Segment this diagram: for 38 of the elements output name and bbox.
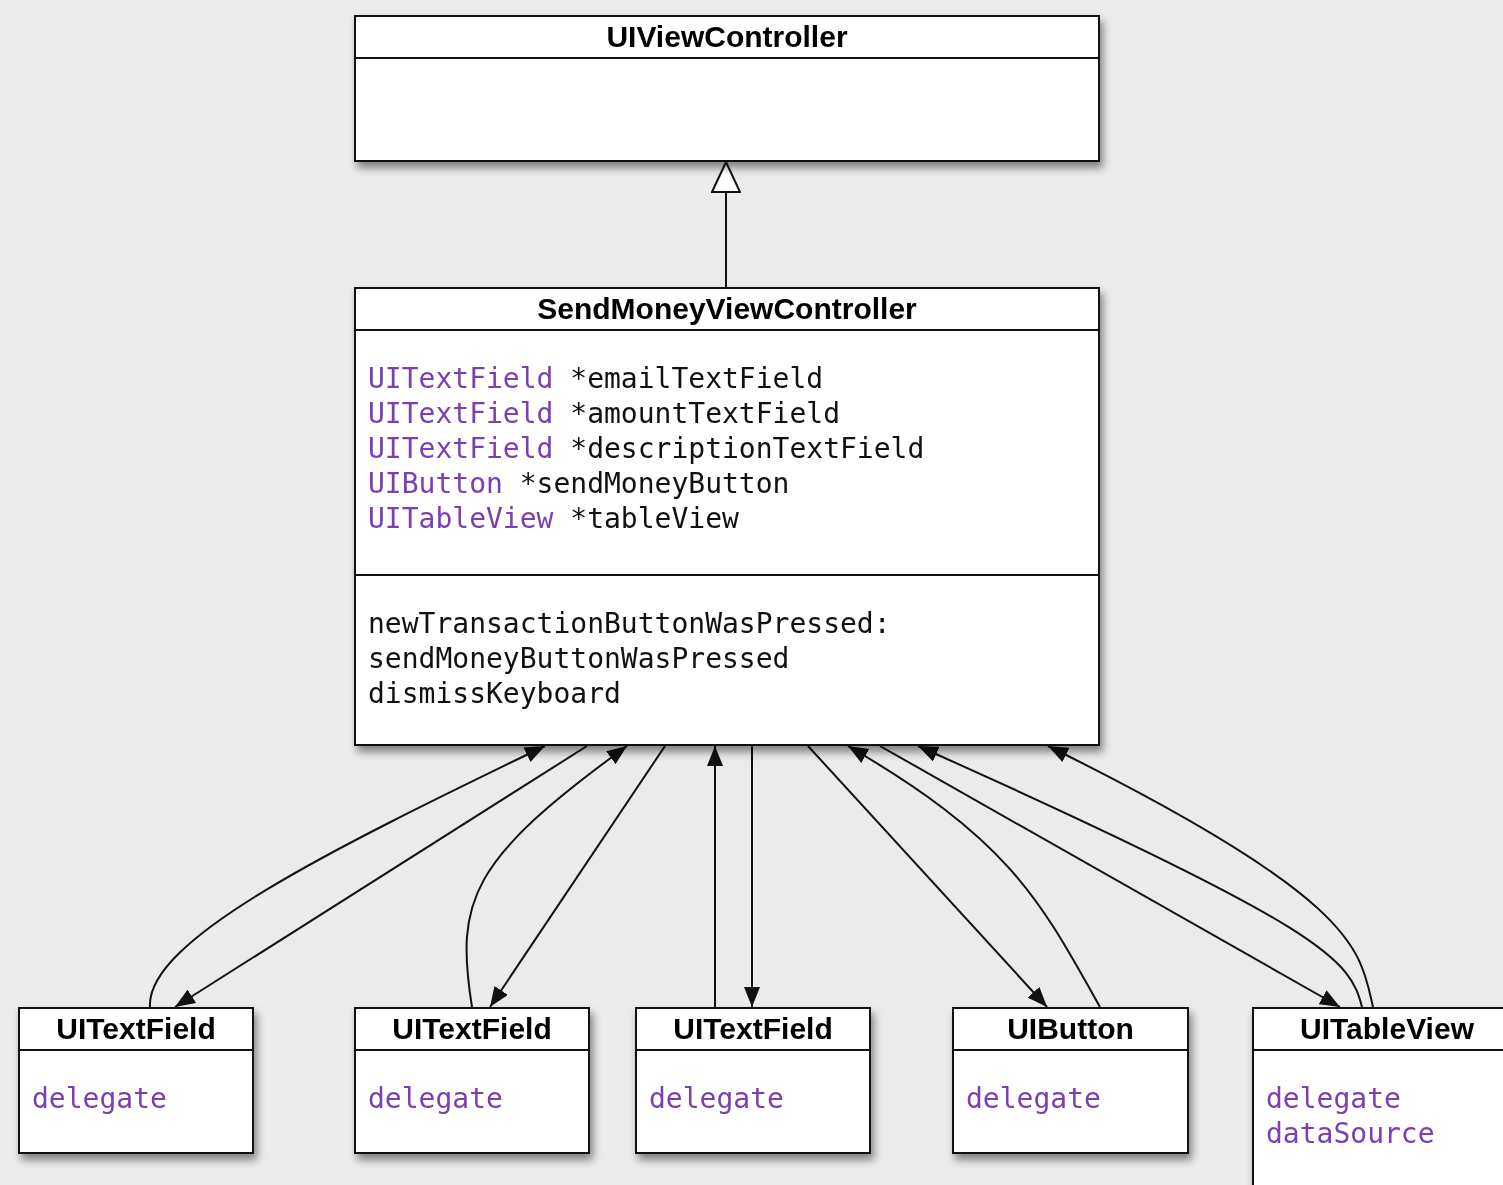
arrow xyxy=(149,745,546,1008)
method-text: newTransactionButtonWasPressed: xyxy=(368,606,891,641)
attribute-text: UITextField *emailTextField xyxy=(368,361,824,396)
attribute-text: UITextField *amountTextField xyxy=(368,396,840,431)
property-text: delegate xyxy=(966,1081,1101,1116)
class-box xyxy=(354,1007,590,1154)
class-name: UITextField xyxy=(56,1011,216,1047)
arrow xyxy=(465,745,628,1008)
attribute-text: UIButton *sendMoneyButton xyxy=(368,466,790,501)
inheritance-arrow xyxy=(711,161,741,288)
property-text: delegate xyxy=(32,1081,167,1116)
attribute-text: UITextField *descriptionTextField xyxy=(368,431,925,466)
property-text: delegate xyxy=(368,1081,503,1116)
class-box xyxy=(1252,1007,1503,1185)
class-box xyxy=(18,1007,254,1154)
class-name: SendMoneyViewController xyxy=(537,291,917,327)
class-name: UIButton xyxy=(1007,1011,1134,1047)
class-box xyxy=(354,15,1100,162)
arrow xyxy=(489,745,666,1008)
class-name: UITextField xyxy=(392,1011,552,1047)
property-text: dataSource xyxy=(1266,1116,1435,1151)
method-text: sendMoneyButtonWasPressed xyxy=(368,641,790,676)
method-text: dismissKeyboard xyxy=(368,676,621,711)
arrow xyxy=(174,745,588,1008)
class-box xyxy=(952,1007,1189,1154)
property-text: delegate xyxy=(1266,1081,1401,1116)
arrow xyxy=(1047,745,1374,1008)
property-text: delegate xyxy=(649,1081,784,1116)
class-box xyxy=(354,287,1100,746)
class-name: UITextField xyxy=(673,1011,833,1047)
arrow xyxy=(707,745,723,1008)
class-name: UITableView xyxy=(1300,1011,1474,1047)
class-name: UIViewController xyxy=(606,19,848,55)
arrow xyxy=(744,745,760,1008)
arrow xyxy=(847,745,1101,1008)
arrow xyxy=(807,745,1048,1008)
class-box xyxy=(635,1007,871,1154)
attribute-text: UITableView *tableView xyxy=(368,501,739,536)
